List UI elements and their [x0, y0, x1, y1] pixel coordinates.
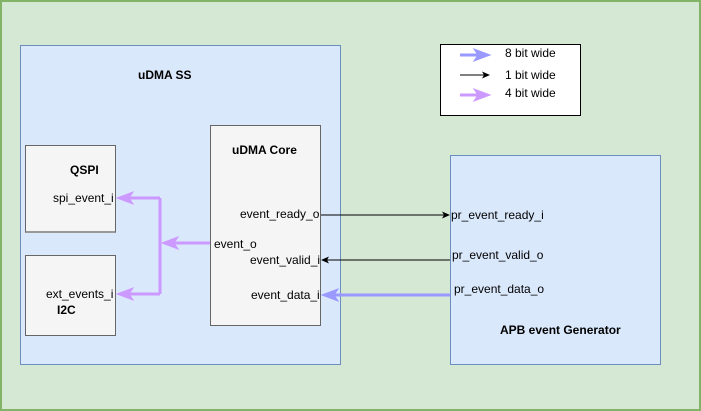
port-pr-event-valid-o: pr_event_valid_o [452, 248, 544, 262]
legend-label-4bit: 4 bit wide [505, 86, 556, 100]
qspi-title: QSPI [70, 163, 99, 177]
port-event-valid-i: event_valid_i [250, 253, 321, 267]
i2c-title: I2C [57, 303, 76, 317]
udma-core-block[interactable] [210, 125, 321, 326]
legend-label-8bit: 8 bit wide [505, 46, 556, 60]
port-event-o: event_o [214, 237, 257, 251]
i2c-block[interactable] [25, 255, 116, 336]
legend-arrow-4bit [460, 87, 492, 103]
apb-generator-title: APB event Generator [500, 323, 621, 337]
wire-event-data[interactable] [320, 287, 450, 303]
legend-arrow-1bit [460, 71, 490, 79]
port-pr-event-ready-i: pr_event_ready_i [451, 208, 544, 222]
qspi-block[interactable] [25, 145, 116, 233]
port-event-ready-o: event_ready_o [240, 207, 320, 221]
wire-event-ready[interactable] [321, 211, 450, 219]
apb-event-generator-block[interactable] [450, 155, 661, 365]
port-pr-event-data-o: pr_event_data_o [454, 282, 545, 296]
wire-event-o[interactable] [115, 190, 210, 302]
legend-arrow-8bit [460, 47, 492, 63]
port-spi-event-i: spi_event_i [53, 191, 114, 205]
udma-ss-title: uDMA SS [138, 68, 192, 82]
port-ext-events-i: ext_events_i [46, 287, 114, 301]
wire-event-valid[interactable] [321, 256, 450, 264]
udma-core-title: uDMA Core [232, 143, 297, 157]
legend-label-1bit: 1 bit wide [505, 68, 556, 82]
port-event-data-i: event_data_i [251, 288, 320, 302]
